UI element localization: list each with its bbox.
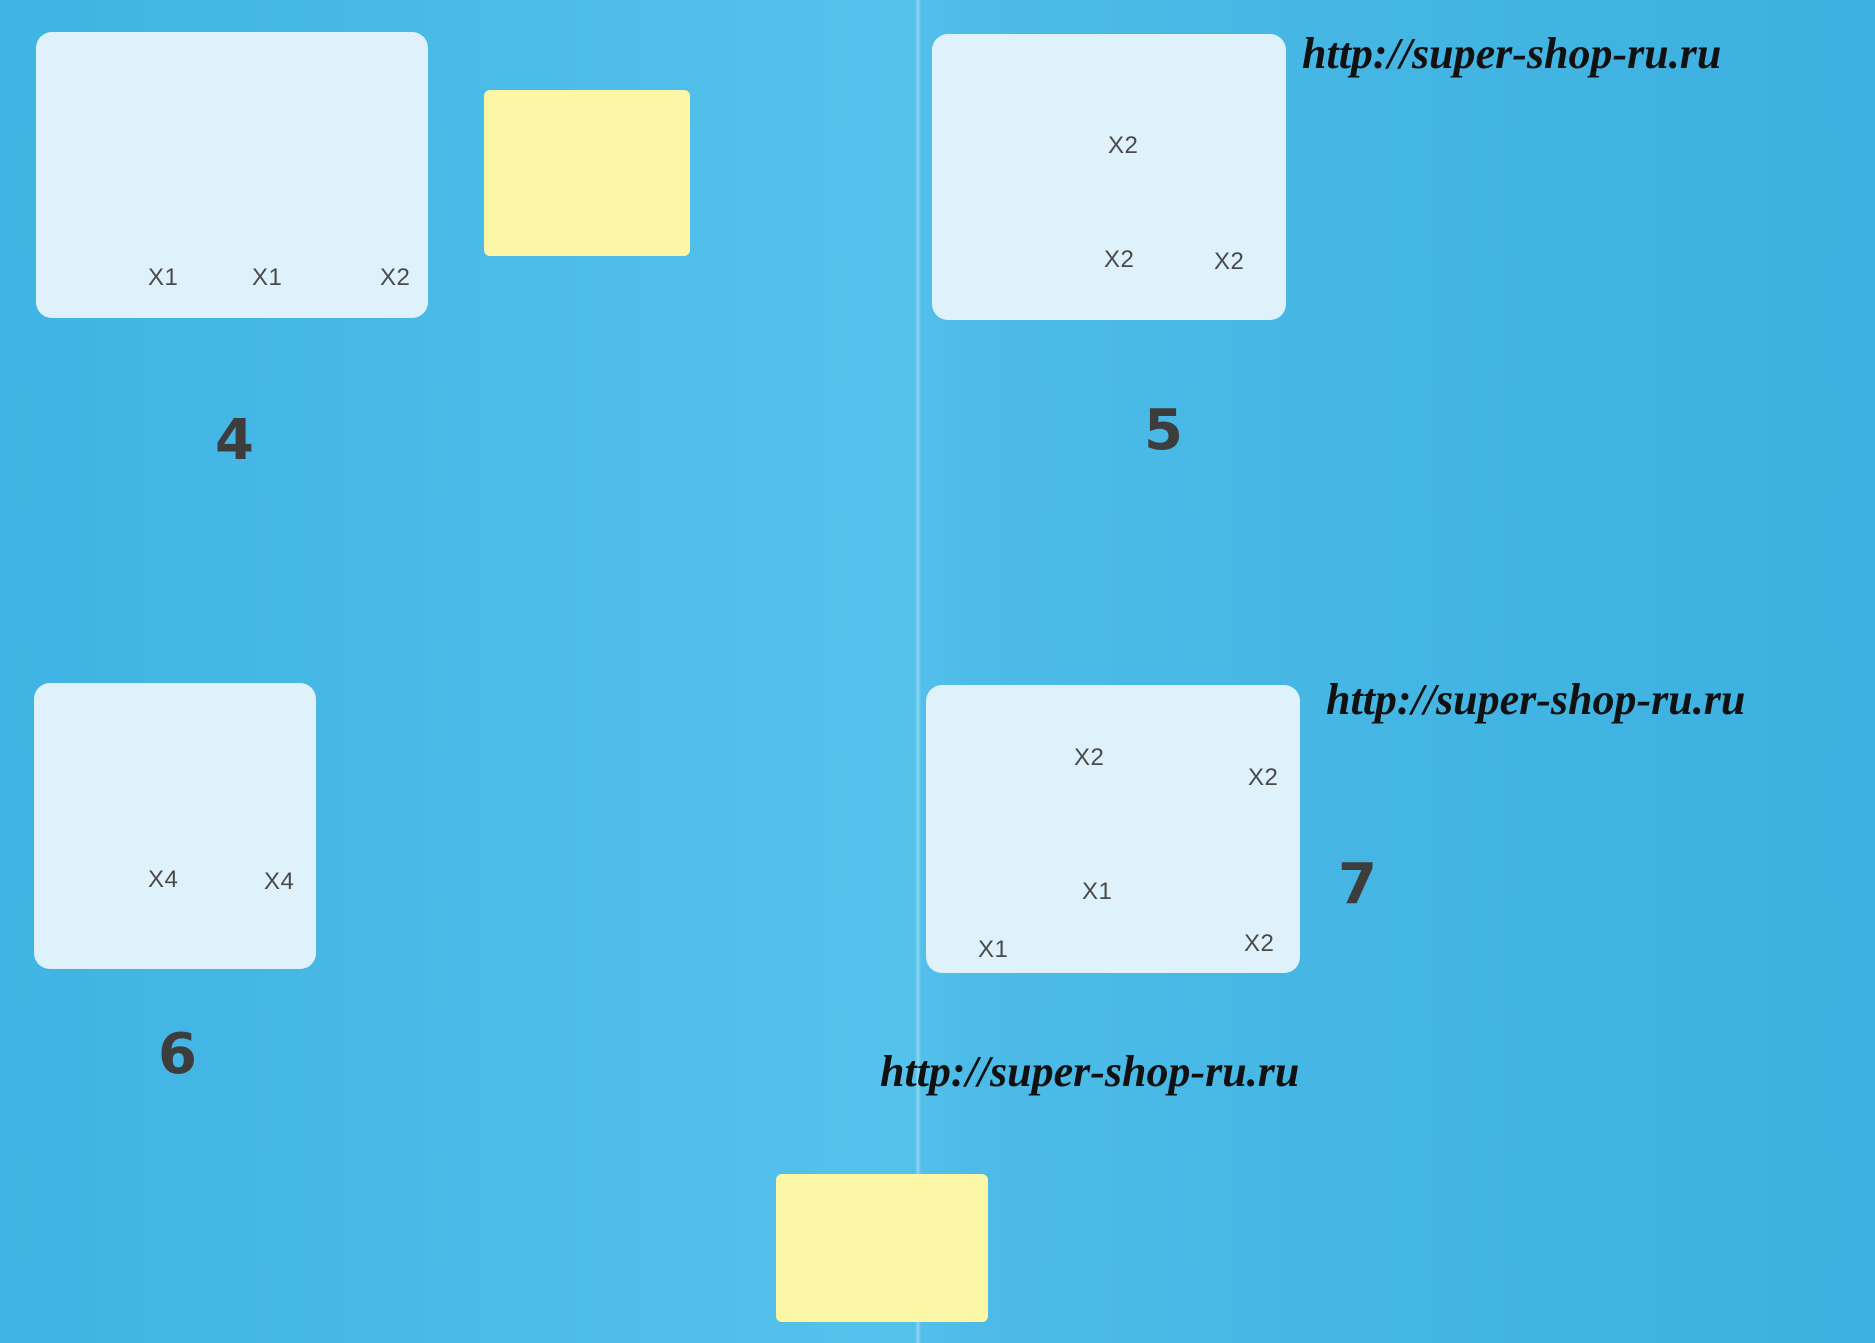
step-5-number: 5 bbox=[1144, 398, 1183, 463]
step-5-parts-panel bbox=[932, 34, 1286, 320]
grille-tile-part bbox=[999, 877, 1059, 939]
qty-antenna: X2 bbox=[1214, 248, 1245, 275]
red-round-plate-part bbox=[1021, 708, 1063, 742]
rim-part bbox=[194, 767, 276, 857]
watermark-middle-right: http://super-shop-ru.ru bbox=[1326, 675, 1746, 724]
qty-green-plate-2x2: X2 bbox=[1108, 132, 1139, 159]
qty-rim: X4 bbox=[264, 868, 295, 895]
step-7-number: 7 bbox=[1338, 852, 1377, 917]
qty-dark-plate-1x4: X1 bbox=[1082, 878, 1113, 905]
qty-grille-tile: X1 bbox=[978, 936, 1009, 963]
dark-brick-headlight-part bbox=[1152, 836, 1224, 932]
step-6-number: 6 bbox=[158, 1022, 197, 1087]
qty-red-round-plate: X2 bbox=[1074, 744, 1105, 771]
qty-green-plate-1x2: X2 bbox=[1104, 246, 1135, 273]
qty-window-frame: X1 bbox=[148, 264, 179, 291]
green-plate-part bbox=[298, 185, 406, 247]
dark-plate-1x4-part bbox=[942, 782, 1102, 862]
page-fold bbox=[915, 0, 921, 1343]
qty-tire: X4 bbox=[148, 866, 179, 893]
qty-window-pane: X1 bbox=[252, 264, 283, 291]
qty-dark-brick-headlight: X2 bbox=[1244, 930, 1275, 957]
watermark-top-right: http://super-shop-ru.ru bbox=[1302, 29, 1722, 78]
qty-green-plate: X2 bbox=[380, 264, 411, 291]
watermark-bottom-center: http://super-shop-ru.ru bbox=[880, 1047, 1300, 1096]
window-frame-part bbox=[49, 95, 169, 272]
dark-brick-side-stud-part bbox=[1152, 694, 1224, 784]
qty-dark-brick-side-stud: X2 bbox=[1248, 764, 1279, 791]
window-pane-part bbox=[183, 123, 265, 239]
step-4-number: 4 bbox=[215, 408, 254, 473]
tire-part bbox=[81, 736, 189, 844]
